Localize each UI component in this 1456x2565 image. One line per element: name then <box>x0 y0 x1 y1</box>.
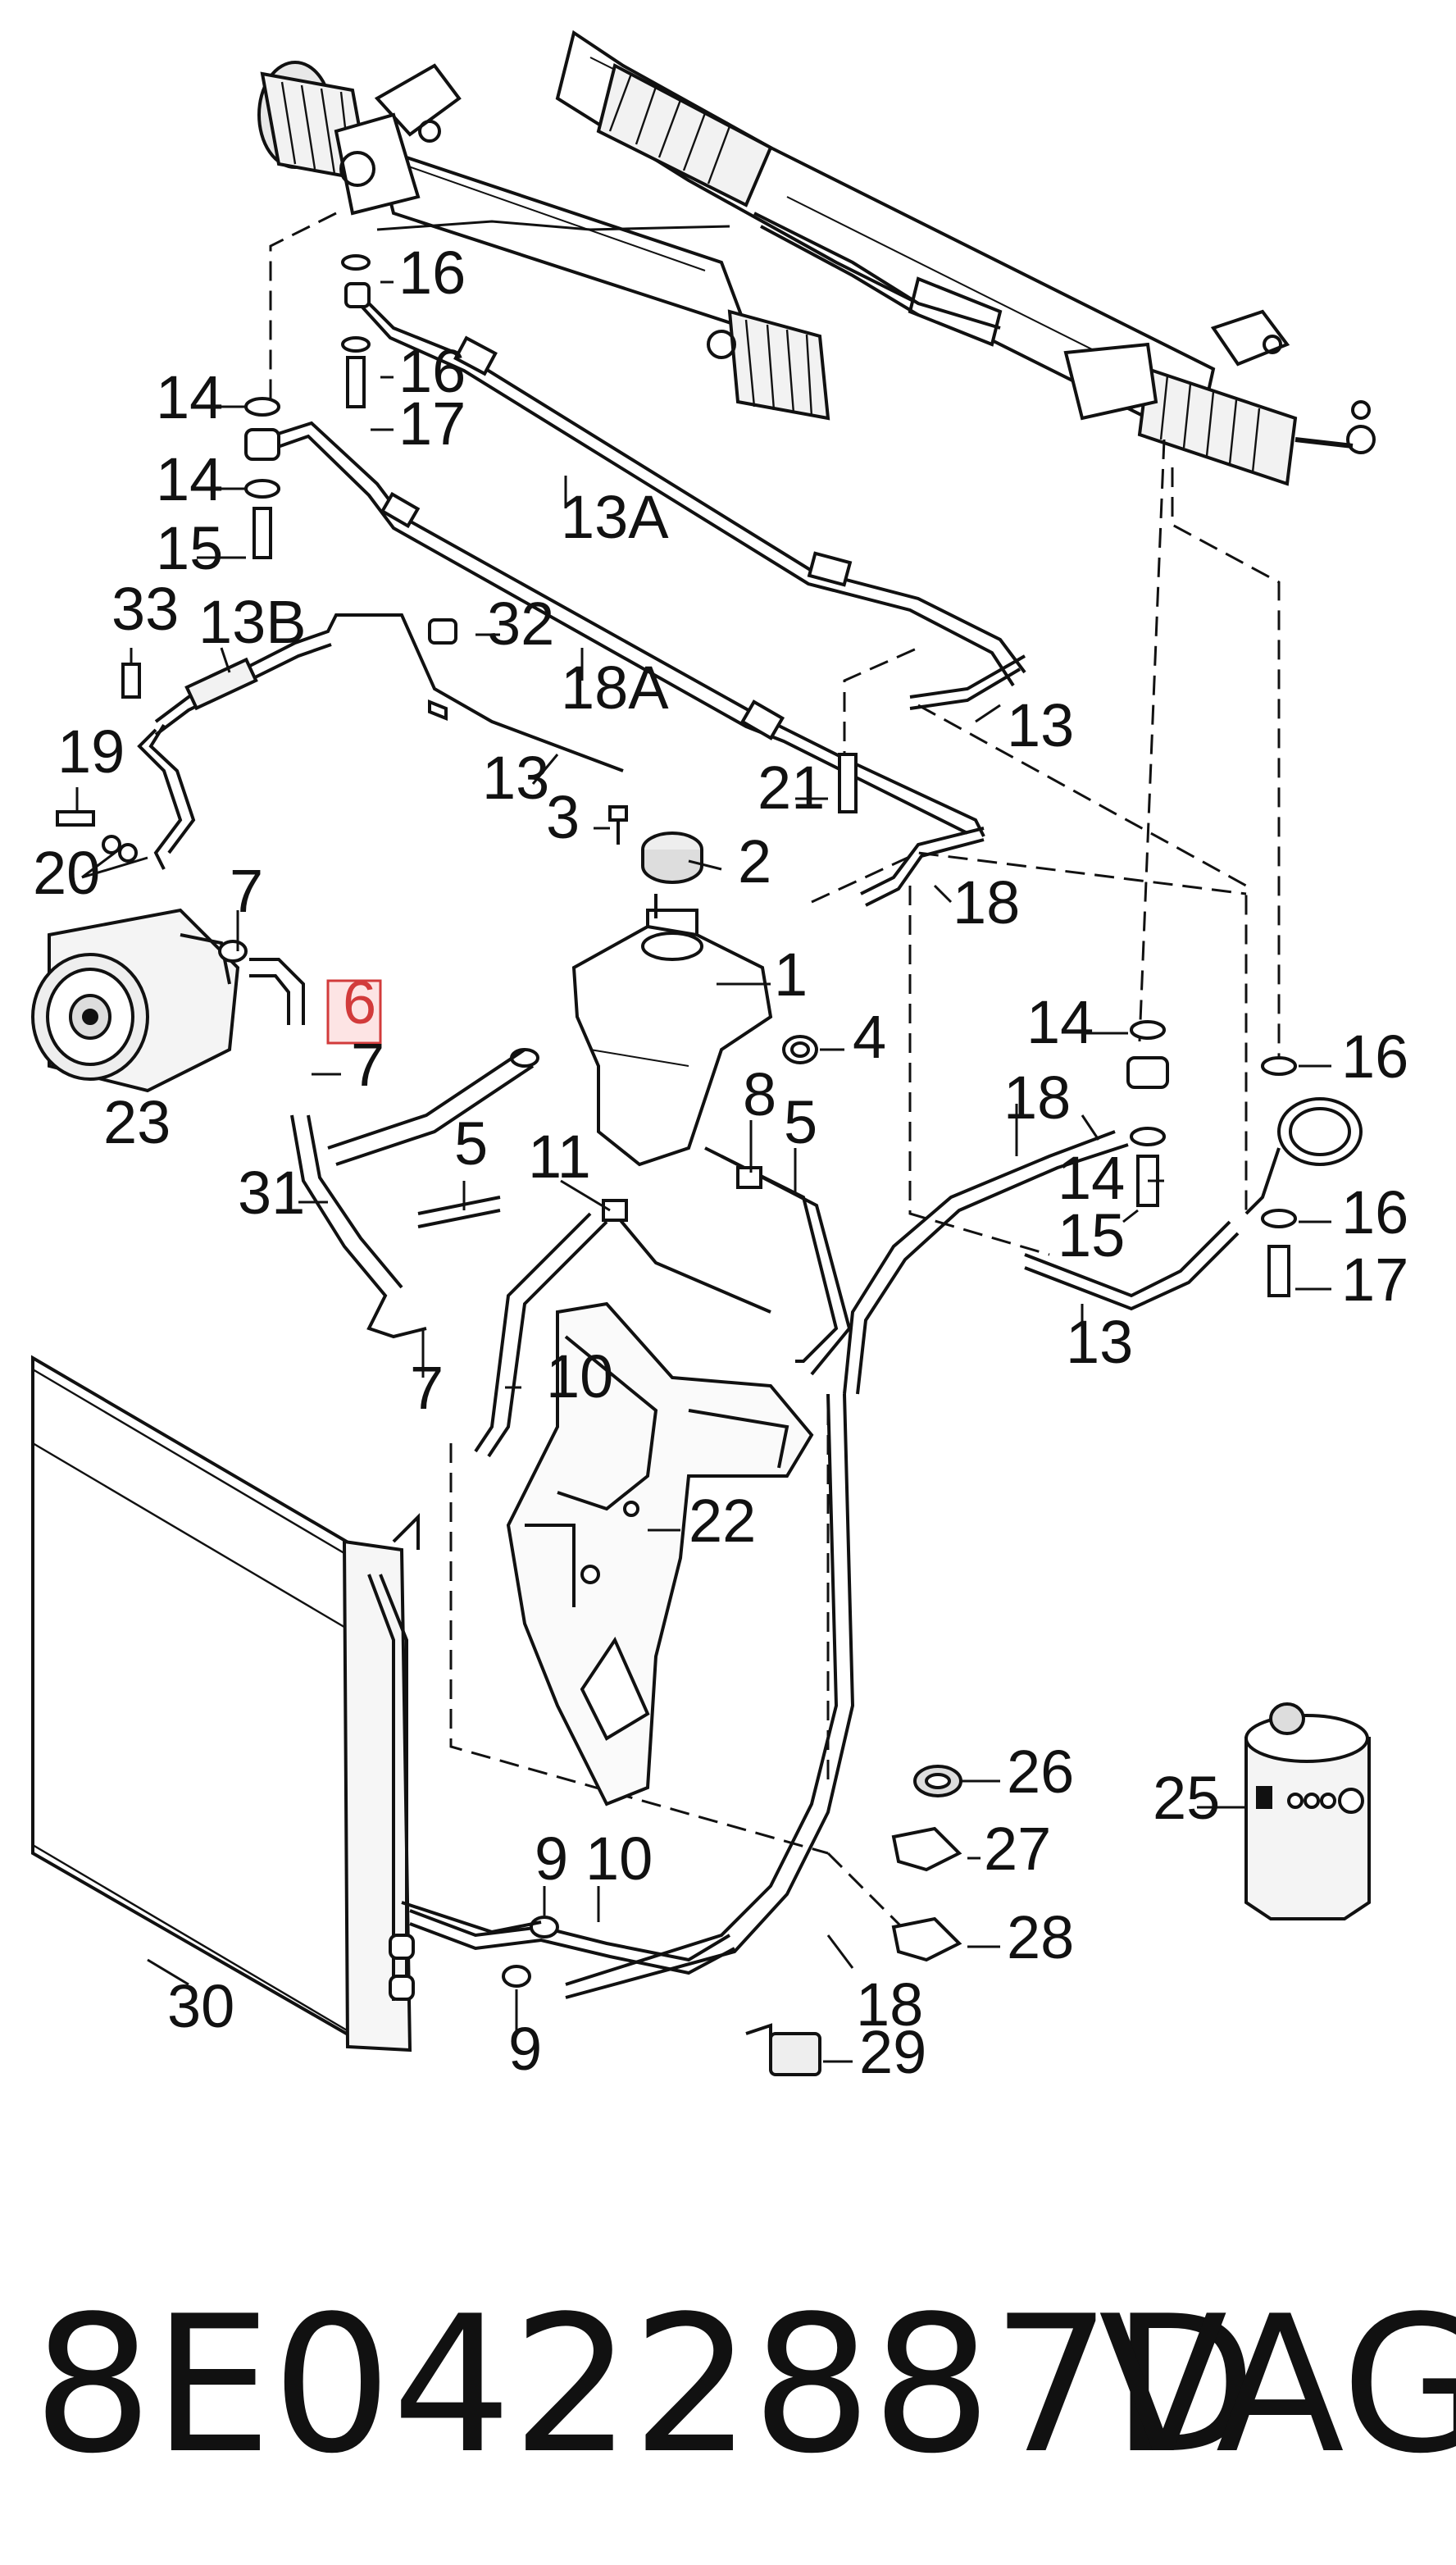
callout-16-b: 16 <box>398 337 466 405</box>
callout-5-left: 5 <box>454 1109 488 1178</box>
small-parts <box>56 254 1297 1988</box>
callout-17-b: 17 <box>1341 1246 1408 1314</box>
callout-1: 1 <box>774 941 808 1009</box>
callout-23: 23 <box>103 1088 171 1156</box>
callout-20: 20 <box>33 839 100 907</box>
parts-diagram: 1 2 3 4 5 5 6 7 7 7 8 9 9 10 10 11 13 13… <box>31 30 1408 2086</box>
hoses <box>137 290 1363 1999</box>
callout-32: 32 <box>487 590 554 658</box>
brand-name: VAG <box>1099 2276 1456 2495</box>
callout-3: 3 <box>546 783 580 851</box>
callout-28: 28 <box>1007 1903 1074 1971</box>
callout-14-c: 14 <box>1026 988 1094 1056</box>
callout-16-c: 16 <box>1341 1023 1408 1091</box>
callout-30: 30 <box>167 1972 234 2040</box>
callout-13A: 13A <box>561 483 669 551</box>
steering-rack <box>257 30 1376 486</box>
callout-labels: 1 2 3 4 5 5 6 7 7 7 8 9 9 10 10 11 13 13… <box>33 239 1408 2086</box>
right-boot-upper <box>596 63 773 207</box>
callout-11: 11 <box>528 1123 591 1191</box>
suction-hose-6 <box>249 958 305 1025</box>
reservoir-cap <box>641 831 703 884</box>
callout-9-top: 9 <box>535 1825 568 1893</box>
callout-22: 22 <box>689 1487 756 1555</box>
callout-leaders <box>75 280 1331 2063</box>
bracket <box>506 1301 814 1806</box>
callout-6: 6 <box>343 968 376 1036</box>
callout-31: 31 <box>238 1159 305 1227</box>
highlight-box <box>326 979 382 1045</box>
callout-29: 29 <box>859 2018 926 2086</box>
power-steering-pump <box>31 908 248 1093</box>
right-boot-lower <box>1137 367 1298 486</box>
callout-18A: 18A <box>561 654 669 722</box>
callout-25: 25 <box>1153 1764 1220 1832</box>
fluid-can <box>1244 1702 1371 1920</box>
part-number: 8E0422887D <box>33 2276 1258 2495</box>
callout-14-b: 14 <box>156 445 223 513</box>
fluid-reservoir <box>571 894 773 1167</box>
callout-7-mid: 7 <box>351 1031 384 1099</box>
callout-13-mid: 13 <box>482 744 549 812</box>
mid-boot <box>727 309 830 421</box>
clip-parts <box>745 1765 962 2076</box>
callout-10-upper: 10 <box>546 1342 613 1410</box>
callout-15-a: 15 <box>156 514 223 582</box>
callout-13B: 13B <box>198 588 307 656</box>
callout-26: 26 <box>1007 1738 1074 1806</box>
callout-18-mid: 18 <box>1003 1064 1071 1132</box>
callout-19: 19 <box>57 718 125 786</box>
callout-14-d: 14 <box>1058 1144 1125 1212</box>
callout-18-bottom: 18 <box>856 1970 923 2039</box>
callout-13-upper-right: 13 <box>1007 691 1074 759</box>
callout-10-lower: 10 <box>585 1825 653 1893</box>
callout-16-d: 16 <box>1341 1178 1408 1246</box>
cooler <box>31 1355 542 2052</box>
callout-16-a: 16 <box>398 239 466 307</box>
callout-14-a: 14 <box>156 363 223 431</box>
callout-33: 33 <box>111 575 179 643</box>
callout-7-bottom: 7 <box>410 1354 444 1422</box>
callout-8: 8 <box>743 1060 776 1128</box>
callout-7-top: 7 <box>230 857 263 925</box>
dashed-leaders <box>269 212 1281 1945</box>
callout-13-lower-right: 13 <box>1066 1308 1133 1376</box>
callout-5-right: 5 <box>784 1088 817 1156</box>
callout-21: 21 <box>758 754 825 822</box>
callout-17-a: 17 <box>398 390 466 458</box>
callout-27: 27 <box>984 1815 1051 1883</box>
callout-2: 2 <box>738 827 771 895</box>
callout-18-right: 18 <box>953 868 1020 936</box>
callout-4: 4 <box>853 1003 886 1071</box>
callout-15-b: 15 <box>1058 1201 1125 1269</box>
callout-9-bottom: 9 <box>508 2015 542 2083</box>
